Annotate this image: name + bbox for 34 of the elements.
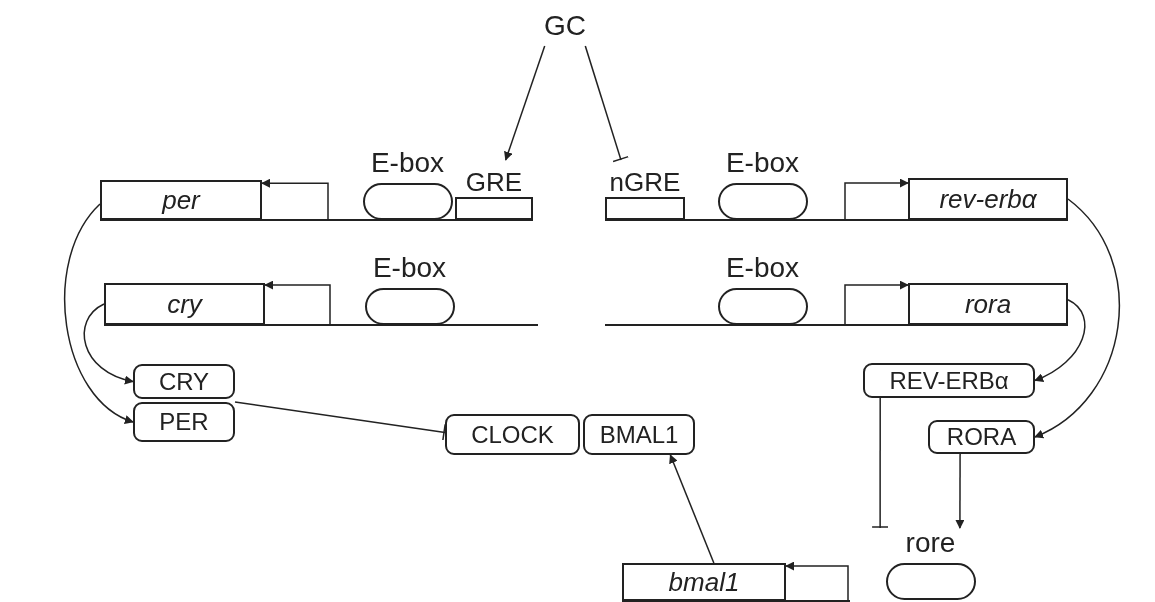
arrow (1034, 299, 1086, 382)
arrow (63, 203, 134, 423)
promoter-arrow (785, 561, 849, 602)
site-label: E-box (725, 254, 800, 282)
arrow (1034, 198, 1121, 438)
promoter-arrow (844, 280, 909, 326)
arrow (504, 45, 546, 161)
site-label: rore (905, 529, 956, 557)
site-label: nGRE (608, 169, 682, 195)
inhibition-line (234, 401, 446, 441)
site-label: E-box (725, 149, 800, 177)
promoter-arrow (261, 178, 329, 221)
gene-box: rev-erbα (908, 178, 1068, 220)
site-label: E-box (372, 254, 447, 282)
gene-box: bmal1 (622, 563, 786, 601)
inhibition-line (584, 45, 630, 163)
site-label: GRE (464, 169, 524, 195)
gene-box: per (100, 180, 262, 220)
protein-box: BMAL1 (583, 414, 695, 455)
protein-box: CLOCK (445, 414, 580, 455)
protein-box: CRY (133, 364, 235, 399)
promoter-arrow (264, 280, 331, 326)
site-label: E-box (370, 149, 445, 177)
gene-box: cry (104, 283, 265, 325)
node-label: GC (530, 6, 600, 46)
protein-box: REV-ERBα (863, 363, 1035, 398)
protein-box: RORA (928, 420, 1035, 454)
arrow (83, 303, 134, 384)
gene-box: rora (908, 283, 1068, 325)
promoter-arrow (844, 178, 909, 221)
inhibition-line (871, 397, 889, 529)
arrow (669, 454, 715, 564)
protein-box: PER (133, 402, 235, 442)
arrow (955, 453, 965, 529)
